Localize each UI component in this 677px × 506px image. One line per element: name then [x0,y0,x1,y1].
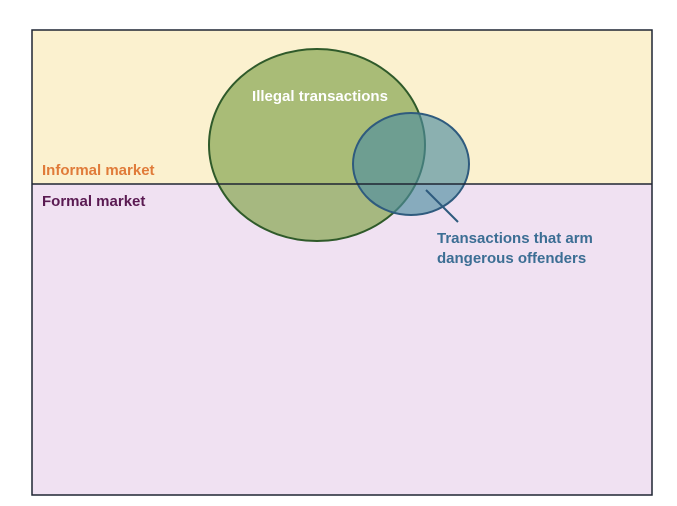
illegal-transactions-label: Illegal transactions [252,88,388,105]
callout-leader-line [425,189,459,223]
outer-frame [31,29,653,496]
informal-market-label: Informal market [42,162,155,179]
arm-offenders-label-line1: Transactions that arm [437,230,593,247]
arm-offenders-ellipse [352,112,470,216]
arm-offenders-label-line2: dangerous offenders [437,250,586,267]
formal-market-label: Formal market [42,193,145,210]
